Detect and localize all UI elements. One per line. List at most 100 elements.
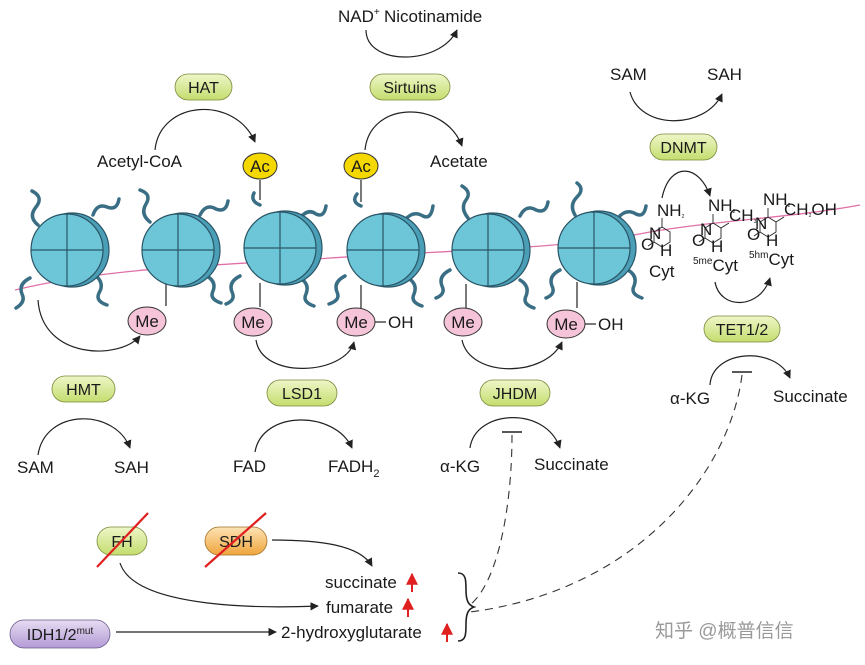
jhdm-succinate-label: Succinate bbox=[534, 455, 609, 474]
sdh-label: SDH bbox=[219, 534, 253, 551]
methyl-label: Me bbox=[344, 313, 368, 332]
o-label: O bbox=[641, 235, 654, 254]
methyl-mark-5: Me OH bbox=[546, 309, 624, 339]
tet-arrow bbox=[714, 277, 772, 304]
hat-arrow bbox=[154, 109, 256, 151]
fadh-label: FADH2 bbox=[328, 457, 379, 480]
fh-cross-out bbox=[96, 512, 149, 568]
jhdm-akg-label: α-KG bbox=[440, 457, 480, 476]
hat-label: HAT bbox=[188, 80, 219, 97]
nucleosome-1 bbox=[14, 189, 121, 310]
jhdm-inhibition-line bbox=[469, 434, 513, 606]
cytosine-structure bbox=[647, 218, 671, 248]
dnmt-label: DNMT bbox=[660, 140, 706, 157]
methyl-mark-1: Me bbox=[127, 306, 167, 336]
methylcytosine-structure bbox=[698, 214, 730, 244]
idh-enzyme: IDH1/2mut bbox=[9, 619, 111, 649]
n-label: N bbox=[755, 214, 767, 233]
hydroxyl-label: OH bbox=[598, 315, 624, 334]
h-label: H bbox=[711, 237, 723, 256]
nucleosome-6 bbox=[544, 181, 648, 308]
hmt-label: HMT bbox=[66, 382, 101, 399]
watermark: 知乎 @概普信信 bbox=[655, 620, 794, 642]
hmt-arrow bbox=[37, 299, 141, 352]
tet-label: TET1/2 bbox=[716, 322, 769, 339]
nh2-label: NH2 bbox=[708, 196, 736, 215]
tet-cofactor-arrow bbox=[709, 355, 791, 386]
hmt-sah-label: SAH bbox=[114, 458, 149, 477]
ch3-label: CH3 bbox=[729, 206, 757, 225]
acetate-label: Acetate bbox=[430, 152, 488, 171]
ch2oh-label: CH2OH bbox=[784, 200, 837, 219]
nh2-label: NH2 bbox=[657, 201, 685, 220]
fh-enzyme: FH bbox=[96, 512, 149, 568]
metabolite-brace bbox=[457, 572, 477, 642]
sirtuins-arrow bbox=[364, 111, 464, 151]
jhdm-cofactor-arrow bbox=[469, 417, 562, 449]
nucleosome-5 bbox=[434, 184, 550, 310]
nh2-label: NH2 bbox=[763, 190, 791, 209]
methyl-label: Me bbox=[554, 315, 578, 334]
n-label: N bbox=[649, 224, 661, 243]
nad-arrow bbox=[365, 29, 458, 58]
o-label: O bbox=[692, 231, 705, 250]
hydroxyl-label: OH bbox=[388, 313, 414, 332]
hmt-enzyme: HMT bbox=[51, 375, 116, 403]
nad-label: NAD+ bbox=[338, 7, 380, 26]
sdh-enzyme: SDH bbox=[204, 512, 268, 568]
methyl-label: Me bbox=[241, 313, 265, 332]
methyl-mark-2: Me bbox=[233, 307, 273, 337]
mecyt-label: 5meCyt bbox=[693, 256, 738, 275]
cyt-label: Cyt bbox=[649, 262, 675, 281]
jhdm-label: JHDM bbox=[493, 386, 537, 403]
nucleosome-3 bbox=[224, 180, 328, 308]
tet-enzyme: TET1/2 bbox=[703, 315, 781, 343]
sirtuins-enzyme: Sirtuins bbox=[369, 73, 451, 101]
methyl-mark-4: Me bbox=[443, 307, 483, 337]
nucleosome-4 bbox=[327, 180, 435, 308]
acetyl-label: Ac bbox=[250, 157, 270, 176]
hmcyt-label: 5hmCyt bbox=[749, 250, 794, 269]
hydroxymethylcytosine-structure bbox=[753, 208, 785, 238]
lsd1-enzyme: LSD1 bbox=[266, 379, 338, 407]
dnmt-sam-label: SAM bbox=[610, 65, 647, 84]
dnmt-cofactor-arrow bbox=[629, 91, 723, 122]
lsd1-cofactor-arrow bbox=[254, 419, 353, 453]
hmt-sam-label: SAM bbox=[17, 458, 54, 477]
hat-enzyme: HAT bbox=[174, 73, 233, 101]
methyl-label: Me bbox=[135, 312, 159, 331]
fumarate-label: fumarate bbox=[326, 598, 393, 617]
lsd1-label: LSD1 bbox=[282, 386, 322, 403]
tet-inhibition-line bbox=[469, 374, 743, 613]
jhdm-arrow bbox=[461, 339, 563, 370]
hydroxyglutarate-label: 2-hydroxyglutarate bbox=[281, 623, 422, 642]
idh-label: IDH1/2mut bbox=[27, 626, 94, 644]
methyl-label: Me bbox=[451, 313, 475, 332]
h-label: H bbox=[766, 231, 778, 250]
fad-label: FAD bbox=[233, 457, 266, 476]
n-label: N bbox=[700, 220, 712, 239]
nucleosome-2 bbox=[138, 188, 230, 306]
lsd1-arrow bbox=[255, 339, 357, 369]
succinate-label: succinate bbox=[325, 573, 397, 592]
fh-arrow bbox=[119, 562, 319, 611]
acetyl-label: Ac bbox=[351, 157, 371, 176]
sirtuins-label: Sirtuins bbox=[383, 80, 436, 97]
acetyl-coa-label: Acetyl-CoA bbox=[97, 152, 183, 171]
jhdm-enzyme: JHDM bbox=[479, 379, 551, 407]
dnmt-enzyme: DNMT bbox=[649, 133, 718, 161]
tet-akg-label: α-KG bbox=[670, 389, 710, 408]
sdh-cross-out bbox=[204, 512, 267, 568]
acetyl-mark-1: Ac bbox=[242, 152, 278, 180]
hmt-cofactor-arrow bbox=[37, 418, 132, 456]
methyl-mark-3: Me OH bbox=[336, 307, 414, 337]
o-label: O bbox=[747, 225, 760, 244]
acetyl-mark-2: Ac bbox=[343, 152, 379, 180]
dnmt-sah-label: SAH bbox=[707, 65, 742, 84]
tet-succinate-label: Succinate bbox=[773, 387, 848, 406]
sdh-arrow bbox=[271, 539, 373, 567]
h-label: H bbox=[660, 241, 672, 260]
nicotinamide-label: Nicotinamide bbox=[384, 7, 482, 26]
dnmt-arrow bbox=[661, 170, 712, 199]
